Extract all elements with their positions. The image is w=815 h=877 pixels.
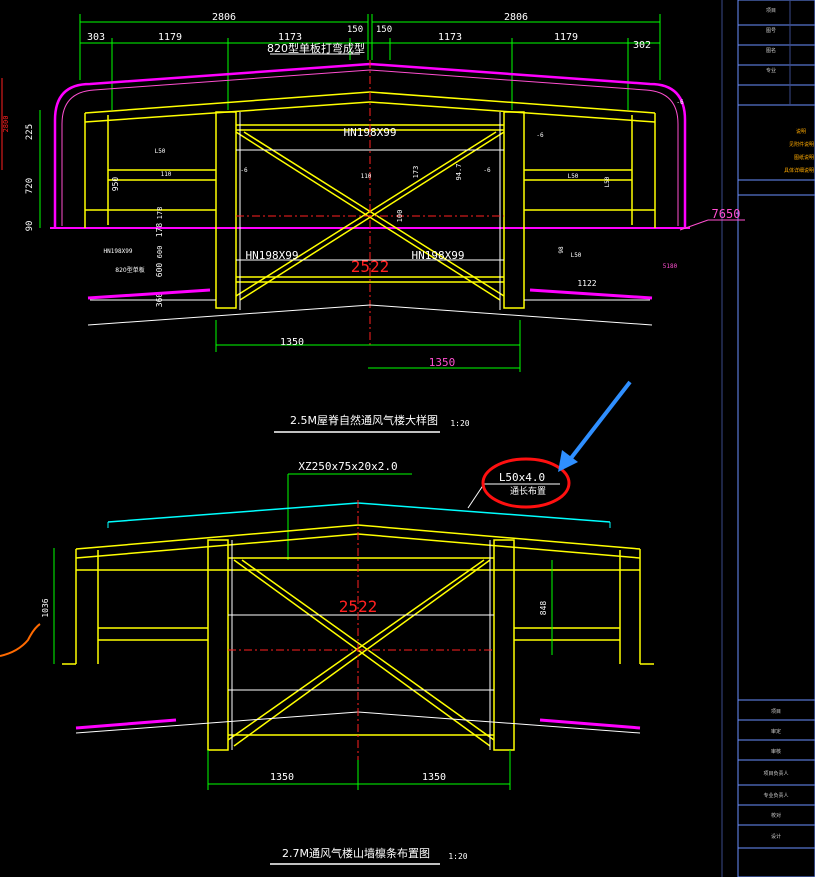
dim-bottom-4: 1350	[422, 772, 446, 783]
dim-top-right: 2806	[504, 12, 528, 23]
tb-bottom-6: 校对	[771, 812, 781, 819]
small-label-7: L50	[568, 173, 579, 180]
small-label-17: 5180	[663, 263, 678, 270]
small-label-5: -6	[536, 132, 544, 139]
callout-l50-sub: 通长布置	[510, 485, 546, 497]
height-6: 600	[155, 263, 164, 278]
tb-bottom-1: 项目	[771, 709, 781, 715]
tb-row-4: 专业	[766, 67, 776, 74]
tb-bottom-7: 设计	[771, 833, 781, 840]
span-label-2: 2522	[339, 597, 378, 616]
height-2: 720	[25, 178, 35, 194]
small-label-6: -6	[676, 99, 684, 106]
dim-2-5: 150	[376, 25, 392, 35]
small-label-15: 178	[156, 207, 164, 220]
small-label-2: 110	[361, 173, 372, 180]
drawing-1-ventilator-detail: 2806 2806 303 1179 1173 150 150 1173 117…	[1, 12, 745, 433]
small-label-19: 1122	[577, 279, 596, 288]
dim-top-left: 2806	[212, 12, 236, 23]
left-height-2: 1036	[41, 598, 50, 617]
tb-row-3: 图名	[766, 47, 776, 54]
dim-2-6: 1173	[438, 32, 462, 43]
dim-2-8: 302	[633, 40, 651, 51]
small-label-9: 820型单板	[115, 266, 144, 274]
small-label-13: 600	[156, 246, 164, 259]
small-label-16: 98	[558, 246, 565, 254]
dim-2-1: 303	[87, 32, 105, 43]
left-dim-total: 2800	[2, 116, 10, 133]
title-block: 项目 图号 图名 专业 说明 见附件说明 图纸说明 具体详细说明 项目 审定 审…	[721, 0, 815, 877]
drawing-2-scale: 1:20	[448, 852, 467, 861]
span-label-1: 2522	[351, 257, 390, 276]
dim-2-2: 1179	[158, 32, 182, 43]
dim-2-4: 150	[347, 25, 363, 35]
small-label-12: 100	[396, 210, 404, 223]
tb-note-3: 图纸说明	[794, 154, 814, 161]
tb-bottom-3: 审核	[771, 748, 781, 755]
dim-bottom-2: 1350	[429, 356, 456, 369]
tb-row-2: 图号	[766, 28, 776, 34]
blue-arrow-annotation	[558, 380, 632, 472]
dim-bottom-3: 1350	[270, 772, 294, 783]
tb-note-1: 说明	[796, 128, 806, 135]
height-5: 178	[155, 223, 164, 238]
small-label-11: 94.7	[455, 164, 463, 181]
drawing-2-gable-purlin: XZ250x75x20x2.0 L50x4.0 通长布置	[0, 380, 654, 865]
tb-bottom-4: 项目负责人	[763, 770, 788, 777]
drawing-1-scale: 1:20	[450, 419, 469, 428]
small-label-1: 110	[161, 171, 172, 178]
small-label-3: -6	[240, 167, 248, 174]
dim-2-7: 1179	[554, 32, 578, 43]
orange-mark	[0, 623, 41, 657]
small-label-10: 173	[412, 166, 420, 179]
beam-label-right: HN198X99	[412, 249, 465, 262]
dim-2-3: 1173	[278, 32, 302, 43]
small-label-4: -6	[483, 167, 491, 174]
dim-bottom-1: 1350	[280, 337, 304, 348]
tb-bottom-2: 审定	[771, 728, 781, 735]
tb-note-4: 具体详细说明	[784, 167, 814, 174]
height-7: 360	[155, 293, 164, 308]
right-dim-7650: 7650	[712, 207, 741, 221]
dim-lines-top	[79, 14, 661, 110]
drawing-2-title: 2.7M通风气楼山墙檩条布置图	[282, 846, 430, 860]
small-label-0: L50	[155, 148, 166, 155]
red-highlight-circle	[481, 457, 571, 509]
small-label-8: HN198X99	[104, 248, 133, 255]
tb-row-1: 项目	[766, 8, 776, 14]
tb-bottom-5: 专业负责人	[763, 792, 788, 799]
height-1: 225	[25, 124, 35, 140]
beam-label-top: HN198X99	[344, 126, 397, 139]
beam-label-left: HN198X99	[246, 249, 299, 262]
height-4: 950	[111, 177, 120, 192]
tb-note-2: 见附件说明	[789, 141, 814, 148]
small-label-18: L50	[571, 252, 582, 259]
right-height-2: 848	[539, 601, 548, 616]
callout-l50: L50x4.0	[499, 471, 545, 484]
drawing-1-title: 2.5M屋脊自然通风气楼大样图	[290, 413, 438, 427]
height-3: 90	[25, 221, 35, 232]
top-purlin-label: XZ250x75x20x2.0	[298, 460, 397, 473]
small-label-14: L50	[604, 176, 611, 187]
roof-callout: 820型单板打弯成型	[267, 41, 365, 55]
